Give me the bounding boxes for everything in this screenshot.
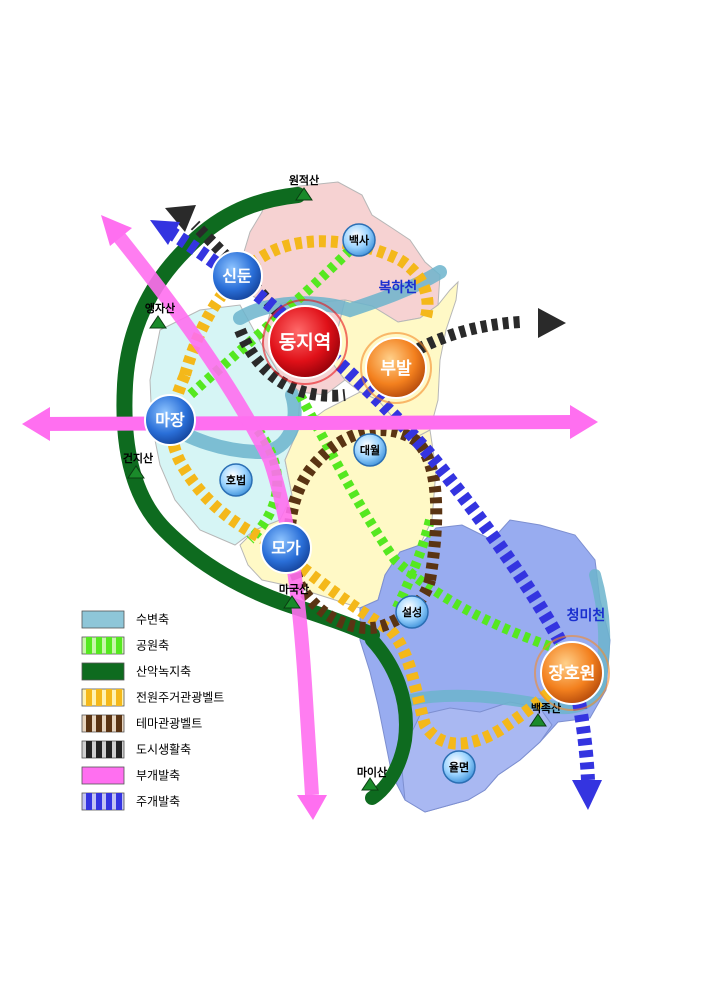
hub-sindun: 신둔 — [211, 250, 263, 302]
mountain-maguksan: 마국산 — [279, 582, 309, 609]
sub-dev-arrowhead-west — [22, 407, 50, 441]
mountain-maisan: 마이산 — [357, 765, 387, 791]
urban-axis-arrowhead-e — [538, 308, 566, 338]
mountain-label: 앵자산 — [145, 301, 175, 315]
legend-item-waterfront: 수변축 — [81, 610, 169, 629]
small-nodes: 백사 대월 호법 설성 율면 — [219, 223, 476, 784]
region-yulmyeon — [401, 701, 553, 813]
rural-tour-belt-layer — [165, 235, 575, 750]
legend-item-urban-life: 도시생활축 — [81, 740, 191, 759]
hub-janghowon: 장호원 — [534, 635, 610, 711]
node-daewol: 대월 — [353, 433, 387, 467]
node-baeksa: 백사 — [342, 223, 376, 257]
hub-moga: 모가 — [260, 522, 312, 574]
node-yulmyeon: 율면 — [442, 750, 476, 784]
mountain-aenggisan: 앵자산 — [145, 301, 175, 329]
sub-dev-axis-diagonal — [106, 223, 319, 796]
hub-label: 부발 — [380, 359, 412, 379]
legend-label: 주개발축 — [136, 795, 180, 809]
theme-tour-belt-layer — [283, 424, 443, 635]
legend-label: 수변축 — [136, 613, 169, 627]
node-seolseong: 설성 — [395, 595, 429, 629]
hub-nodes: 동지역 부발 장호원 신둔 마장 모가 — [144, 250, 610, 711]
park-axis-central — [295, 392, 562, 655]
theme-belt — [283, 424, 443, 635]
legend-item-mountain: 산악녹지축 — [81, 662, 191, 681]
mountain-markers: 원적산 앵자산 건지산 마국산 마이산 백족산 — [123, 173, 561, 791]
node-hobeop: 호법 — [219, 463, 253, 497]
park-axis-northwest — [186, 246, 354, 399]
legend-label: 도시생활축 — [136, 743, 191, 757]
hub-dongjiyeok: 동지역 — [262, 299, 348, 385]
stream-label-cheongmicheon: 청미천 — [567, 608, 606, 624]
legend: 수변축 공원축 산악녹지축 전원주거관광벨트 테 — [81, 610, 224, 811]
mountain-label: 마이산 — [357, 765, 387, 779]
legend-item-park: 공원축 — [81, 636, 169, 655]
rural-belt-north — [179, 235, 434, 377]
urban-axis-hobeop — [234, 327, 346, 402]
node-label: 설성 — [402, 605, 422, 619]
mountain-wonjeoksan: 원적산 — [289, 173, 319, 201]
node-label: 율면 — [449, 760, 469, 774]
urban-axis-arrowhead-nw — [165, 205, 196, 232]
legend-item-main-dev: 주개발축 — [81, 792, 180, 811]
legend-label: 테마관광벨트 — [136, 717, 202, 731]
sub-dev-axis-layer — [22, 215, 598, 820]
sub-dev-arrowhead-east — [570, 405, 598, 439]
legend-item-sub-dev: 부개발축 — [81, 766, 180, 785]
legend-item-rural-tour: 전원주거관광벨트 — [81, 688, 224, 707]
mountain-label: 백족산 — [531, 701, 561, 715]
mountain-geonjisan: 건지산 — [123, 451, 153, 479]
hub-label: 동지역 — [279, 332, 331, 354]
legend-label: 전원주거관광벨트 — [136, 691, 224, 705]
mountain-axis-south — [365, 633, 413, 805]
node-label: 백사 — [349, 233, 370, 247]
main-dev-arrowhead-se — [572, 780, 602, 810]
sub-dev-arrowhead-s — [297, 795, 327, 820]
stream-label-bokhacheon: 복하천 — [379, 279, 418, 296]
node-label: 대월 — [360, 443, 380, 457]
hub-label: 신둔 — [222, 267, 252, 286]
rural-belt-south — [271, 540, 575, 750]
rural-belt-west — [165, 372, 278, 551]
hub-label: 장호원 — [549, 664, 596, 684]
mountain-label: 원적산 — [289, 173, 319, 187]
hub-label: 모가 — [271, 539, 301, 558]
sub-dev-arrowhead-nw — [101, 215, 132, 246]
mountain-label: 건지산 — [123, 451, 153, 465]
sub-dev-axis-horizontal — [37, 415, 579, 431]
node-label: 호법 — [226, 473, 246, 487]
hub-bubal: 부발 — [360, 332, 432, 404]
legend-item-theme-tour: 테마관광벨트 — [81, 714, 202, 733]
hub-label: 마장 — [155, 411, 185, 430]
mountain-label: 마국산 — [279, 582, 309, 596]
legend-label: 부개발축 — [136, 769, 180, 783]
hub-majang: 마장 — [144, 394, 196, 446]
legend-label: 공원축 — [136, 639, 169, 653]
main-dev-arrowhead-nw — [150, 220, 180, 245]
legend-label: 산악녹지축 — [136, 665, 191, 679]
